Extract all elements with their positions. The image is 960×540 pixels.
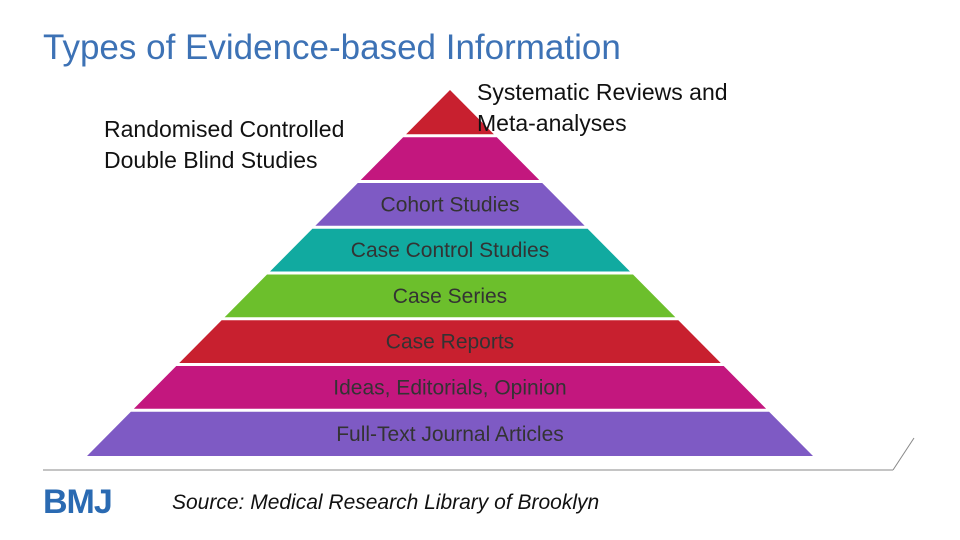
pyramid-layer-label-4: Case Control Studies xyxy=(351,239,549,262)
pyramid-layer-label-7: Ideas, Editorials, Opinion xyxy=(333,376,566,399)
pyramid-layer-label-6: Case Reports xyxy=(386,331,514,354)
callout-rct-line-2: Double Blind Studies xyxy=(104,147,318,173)
pyramid-layer-2 xyxy=(360,137,540,180)
callout-rct: Randomised Controlled Double Blind Studi… xyxy=(104,114,344,176)
pyramid-layer-label-8: Full-Text Journal Articles xyxy=(336,423,564,446)
pyramid-layer-7 xyxy=(133,366,767,409)
footer-rule-corner xyxy=(892,437,915,471)
pyramid-layer-4 xyxy=(269,228,631,272)
callout-systematic-reviews-line-1: Systematic Reviews and xyxy=(477,79,728,105)
callout-systematic-reviews-line-2: Meta-analyses xyxy=(477,110,627,136)
callout-systematic-reviews: Systematic Reviews and Meta-analyses xyxy=(477,77,728,139)
slide-title: Types of Evidence-based Information xyxy=(43,28,621,67)
callout-rct-line-1: Randomised Controlled xyxy=(104,116,345,142)
pyramid-layer-8 xyxy=(87,411,813,456)
pyramid-layer-5 xyxy=(224,274,676,318)
pyramid-layer-label-3: Cohort Studies xyxy=(381,193,520,216)
pyramid-layer-1 xyxy=(406,90,494,135)
source-citation: Source: Medical Research Library of Broo… xyxy=(172,491,600,514)
pyramid-layer-label-5: Case Series xyxy=(393,285,507,308)
bmj-logo: BMJ xyxy=(43,483,113,521)
pyramid-layer-6 xyxy=(179,320,721,363)
pyramid-layer-3 xyxy=(315,183,585,226)
